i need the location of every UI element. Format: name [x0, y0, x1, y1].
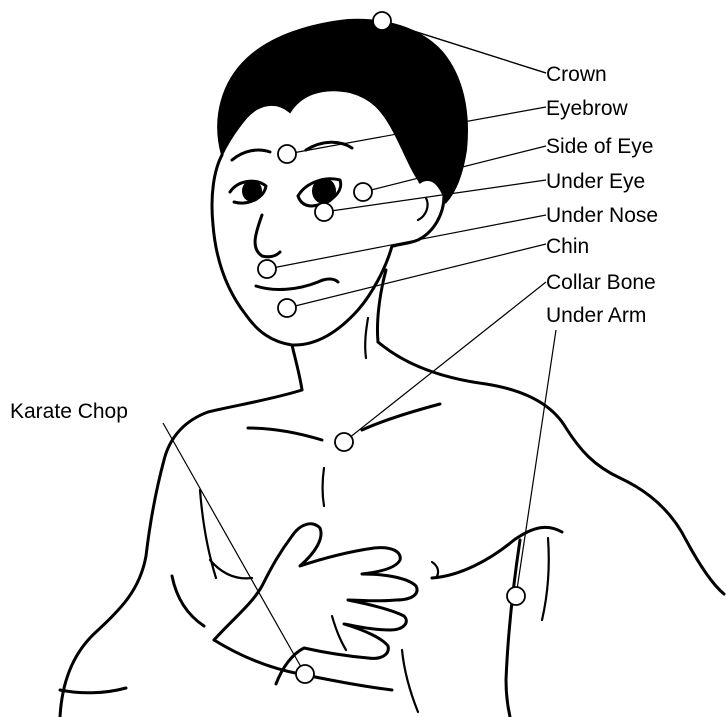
label-chin: Chin — [546, 235, 589, 258]
ear-inner — [418, 198, 428, 220]
point-under-eye — [315, 203, 333, 221]
point-karate-chop — [296, 665, 314, 683]
neck-crease — [365, 318, 368, 358]
label-under-nose: Under Nose — [546, 204, 658, 227]
collarbone-left — [248, 428, 322, 440]
labels: Crown Eyebrow Side of Eye Under Eye Unde… — [10, 63, 658, 423]
label-collar-bone: Collar Bone — [546, 271, 656, 294]
left-forearm — [172, 576, 204, 626]
left-elbow — [60, 688, 126, 693]
torso-right — [506, 540, 520, 717]
point-chin — [278, 299, 296, 317]
collarbone-right — [362, 404, 440, 430]
right-pupil — [312, 178, 336, 204]
hand — [214, 524, 417, 684]
label-under-arm: Under Arm — [546, 304, 646, 327]
leader-collar-bone — [344, 282, 546, 442]
point-eyebrow — [278, 145, 296, 163]
mouth — [256, 279, 338, 289]
neck-left — [292, 345, 302, 390]
label-under-eye: Under Eye — [546, 170, 645, 193]
point-crown — [373, 12, 391, 30]
abdomen-line — [332, 616, 346, 650]
nipple-right — [432, 562, 438, 578]
chest-right-curve — [432, 527, 562, 578]
label-crown: Crown — [546, 63, 607, 86]
left-pupil — [242, 180, 262, 202]
label-side-of-eye: Side of Eye — [546, 135, 653, 158]
point-under-nose — [258, 260, 276, 278]
torso-bottom — [402, 650, 418, 712]
leader-under-nose — [267, 215, 546, 269]
sternum — [323, 468, 325, 506]
point-side-of-eye — [354, 183, 372, 201]
nose — [255, 215, 280, 257]
left-shoulder — [60, 390, 302, 717]
point-under-arm — [507, 587, 525, 605]
leader-chin — [287, 244, 546, 308]
point-collar-bone — [335, 433, 353, 451]
right-shoulder — [378, 342, 724, 594]
label-eyebrow: Eyebrow — [546, 97, 629, 120]
ribs-right — [542, 538, 549, 620]
label-karate-chop: Karate Chop — [10, 400, 128, 423]
figure-illustration — [60, 20, 724, 717]
leader-under-arm — [516, 330, 556, 596]
left-eyebrow — [232, 150, 270, 160]
